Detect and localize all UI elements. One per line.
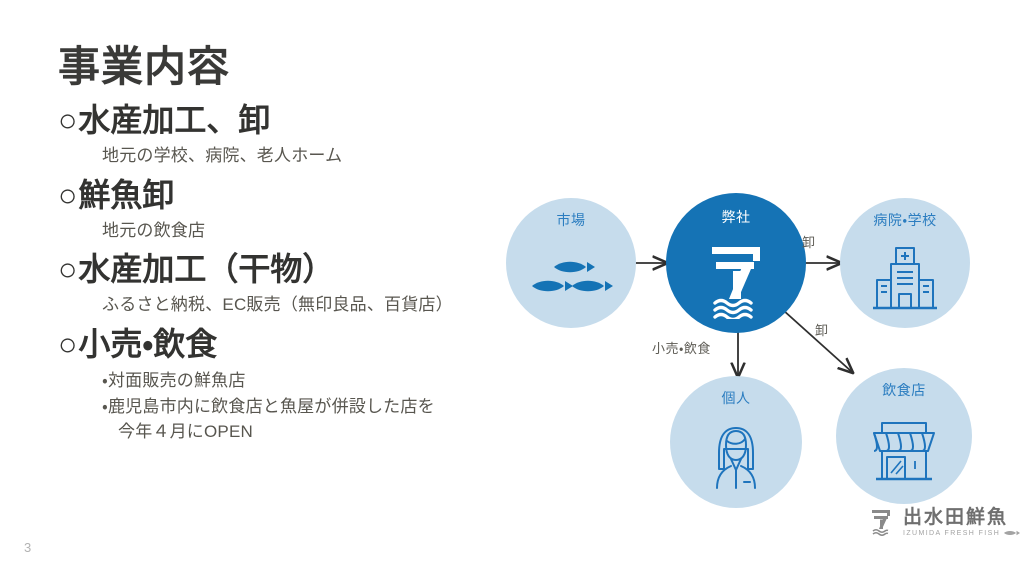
diagram-node-market[interactable]: 市場: [506, 198, 636, 328]
logo-name-jp: 出水田鮮魚: [903, 507, 1009, 528]
section-heading-label: 水産加工（干物）: [78, 251, 335, 288]
diagram-node-label: 飲食店: [882, 382, 926, 398]
logo-name-en-row: IZUMIDA FRESH FISH: [903, 529, 1021, 537]
diagram-node-label: 市場: [556, 212, 586, 228]
diagram-node-restaurant[interactable]: 飲食店: [836, 368, 972, 504]
circle-marker-icon: ○: [58, 251, 78, 288]
business-flow-diagram: 市場 弊社: [500, 180, 1012, 520]
section-heading-label: 鮮魚卸: [78, 176, 175, 213]
section-suisan-kako-oroshi: ○ 水産加工、卸 地元の学校、病院、老人ホーム: [58, 100, 528, 169]
bullet-list: ・対面販売の鮮魚店 ・鹿児島市内に飲食店と魚屋が併設した店を 今年４月にOPEN: [102, 368, 528, 445]
diagram-node-label: 個人: [721, 390, 751, 406]
section-subtext: ふるさと納税、EC販売（無印良品、百貨店）: [102, 295, 453, 315]
diagram-node-label: 弊社: [721, 209, 751, 225]
circle-marker-icon: ○: [58, 176, 78, 213]
content-column: 事業内容 ○ 水産加工、卸 地元の学校、病院、老人ホーム ○ 鮮魚卸 地元の飲食…: [58, 43, 528, 445]
list-item: ・対面販売の鮮魚店: [102, 371, 246, 391]
edge-label-oroshi-restaurant: 卸: [815, 323, 829, 338]
list-item: 今年４月にOPEN: [118, 422, 253, 442]
section-heading: ○ 小売・飲食: [58, 324, 528, 364]
diagram-node-individual[interactable]: 個人: [670, 376, 802, 508]
small-fish-icon: [1004, 531, 1021, 536]
page-number: 3: [24, 540, 32, 555]
section-suisan-kako-himono: ○ 水産加工（干物） ふるさと納税、EC販売（無印良品、百貨店）: [58, 249, 528, 318]
izumida-logo-icon: [666, 227, 806, 333]
diagram-node-company[interactable]: 弊社: [666, 193, 806, 333]
hospital-icon: [840, 230, 970, 328]
section-subtext: 地元の飲食店: [102, 220, 206, 240]
fish-icon: [506, 230, 636, 328]
edge-label-oroshi-hospital: 卸: [802, 235, 816, 250]
page-title: 事業内容: [58, 43, 231, 90]
edge-label-kouri-inshoku: 小売・飲食: [652, 341, 711, 356]
diagram-node-hospital[interactable]: 病院・学校: [840, 198, 970, 328]
company-logo: 出水田鮮魚 IZUMIDA FRESH FISH: [868, 507, 1021, 537]
diagram-node-label: 病院・学校: [873, 212, 937, 228]
section-sengyo-oroshi: ○ 鮮魚卸 地元の飲食店: [58, 175, 528, 244]
circle-marker-icon: ○: [58, 102, 78, 139]
section-heading-label: 水産加工、卸: [78, 102, 271, 139]
logo-name-en: IZUMIDA FRESH FISH: [903, 529, 1001, 537]
circle-marker-icon: ○: [58, 326, 78, 363]
logo-text: 出水田鮮魚 IZUMIDA FRESH FISH: [903, 507, 1021, 537]
section-heading: ○ 水産加工（干物）: [58, 249, 528, 289]
section-heading: ○ 鮮魚卸: [58, 175, 528, 215]
person-icon: [670, 408, 802, 508]
section-heading-label: 小売・飲食: [78, 326, 218, 363]
section-kouri-inshoku: ○ 小売・飲食 ・対面販売の鮮魚店 ・鹿児島市内に飲食店と魚屋が併設した店を 今…: [58, 324, 528, 445]
section-heading: ○ 水産加工、卸: [58, 100, 528, 140]
storefront-icon: [836, 400, 972, 504]
section-subtext: 地元の学校、病院、老人ホーム: [102, 146, 343, 166]
list-item: ・鹿児島市内に飲食店と魚屋が併設した店を: [102, 396, 435, 416]
izumida-logo-mark-icon: [872, 510, 890, 537]
